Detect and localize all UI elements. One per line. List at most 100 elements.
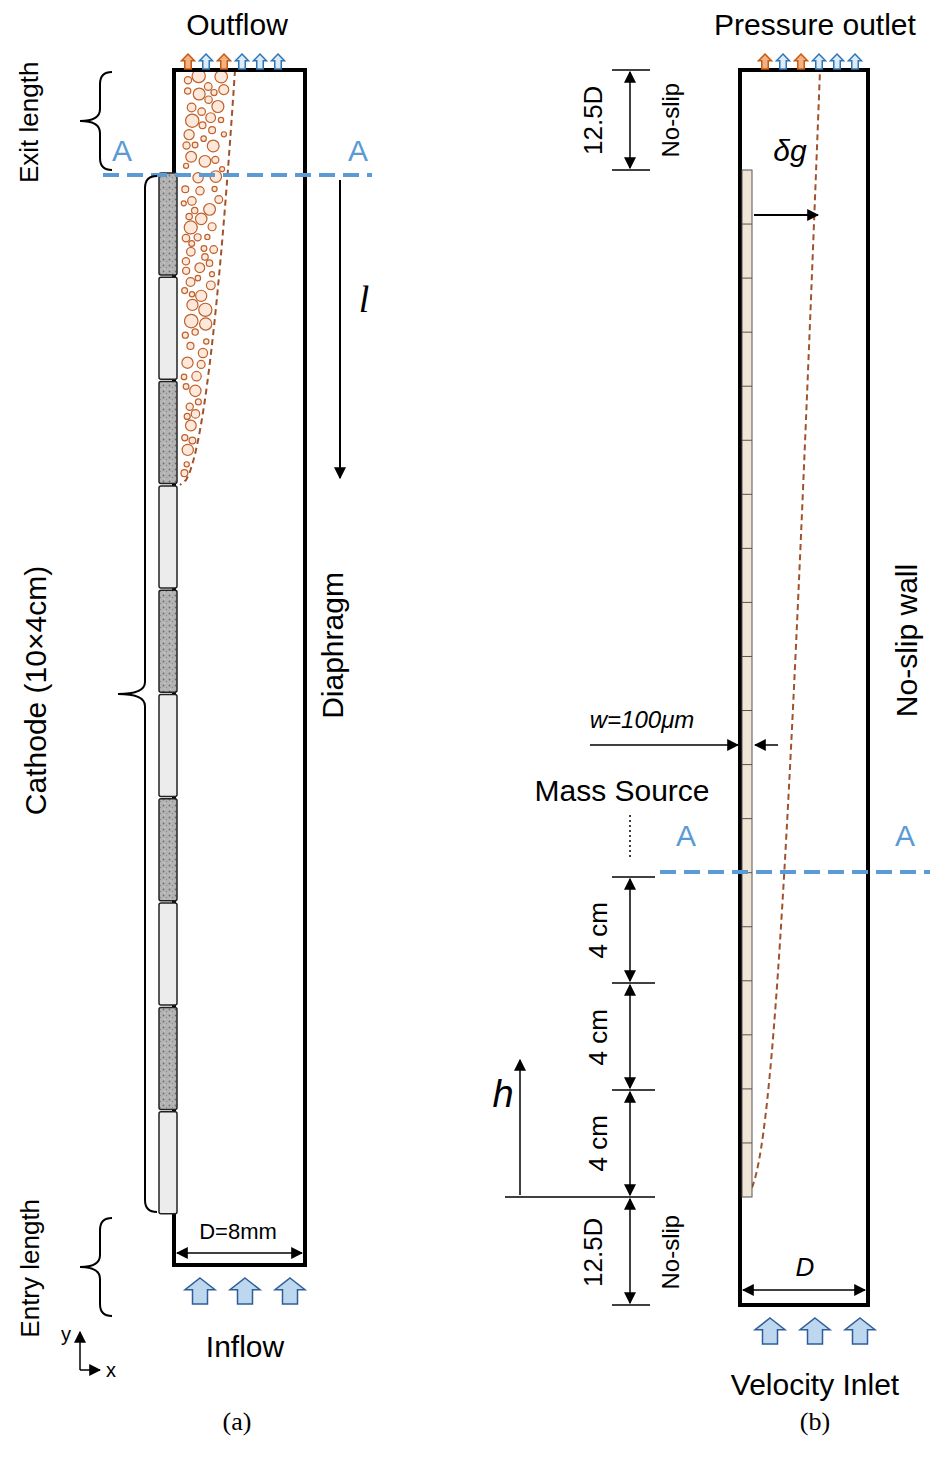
panel-label: (b) (800, 1408, 830, 1437)
dimension-tick (612, 1304, 650, 1306)
gas-bubble (183, 142, 190, 149)
segment-tick (742, 1088, 752, 1089)
flow-arrow (182, 54, 195, 69)
dimension-arrow (519, 1060, 521, 1195)
dimension-label: D=8mm (199, 1220, 277, 1244)
flow-arrow (218, 54, 231, 69)
dimension-arrow (743, 1289, 865, 1291)
segment-tick (742, 764, 752, 765)
segment-tick (742, 818, 752, 819)
gas-bubble (204, 339, 209, 344)
brace (80, 72, 112, 170)
region-label: Entry length (16, 1199, 45, 1338)
segment-tick (742, 1034, 752, 1035)
gas-bubble (204, 203, 216, 215)
gas-bubble (182, 332, 188, 338)
gas-bubble (183, 384, 189, 390)
cathode-segment (159, 1112, 177, 1214)
section-label: A (348, 134, 368, 167)
channel-wall (174, 70, 305, 1265)
gas-bubble (204, 83, 212, 91)
dimension-label: l (359, 279, 370, 321)
gas-bubble (187, 342, 194, 349)
gas-bubble (182, 234, 190, 242)
gas-bubble (193, 88, 205, 100)
gas-bubble (212, 156, 219, 163)
dimension-arrow (755, 744, 778, 746)
flow-arrow (272, 54, 285, 69)
dimension-arrow (590, 744, 738, 746)
gas-bubble (184, 130, 194, 140)
gas-bubble (205, 234, 210, 239)
cathode-segment (159, 277, 177, 379)
flow-label: Inflow (206, 1330, 284, 1363)
gas-bubble (182, 288, 188, 294)
part-label: Cathode (10×4cm) (20, 565, 53, 814)
gas-bubble (206, 260, 212, 266)
gas-bubble (186, 151, 197, 162)
gas-bubble (195, 275, 200, 280)
gas-bubble (197, 360, 205, 368)
gas-bubble (184, 221, 197, 234)
brace (80, 1218, 112, 1316)
section-line (103, 173, 372, 177)
gas-bubble (205, 96, 212, 103)
gas-bubble (184, 462, 189, 467)
dimension-label: 12.5D (580, 1217, 609, 1286)
gas-bubble (199, 303, 212, 316)
cathode-segment (159, 590, 177, 692)
dimension-arrow (339, 180, 341, 478)
cathode-segment (159, 695, 177, 797)
dimension-arrow (629, 1092, 631, 1195)
gas-bubble (212, 186, 217, 191)
gas-bubble (208, 223, 216, 231)
boundary-label: Velocity Inlet (731, 1368, 899, 1401)
segment-tick (742, 386, 752, 387)
gas-bubble (212, 101, 224, 113)
axis-arrow (80, 1369, 100, 1371)
gas-bubble (182, 444, 193, 455)
gas-bubble (183, 267, 190, 274)
gas-bubble (185, 88, 191, 94)
dimension-arrow (177, 1252, 302, 1254)
gas-bubble (209, 272, 214, 277)
flow-arrow (800, 1318, 830, 1344)
boundary-label: Pressure outlet (714, 8, 916, 41)
panel-label: (a) (223, 1408, 252, 1437)
flow-arrow (759, 54, 772, 69)
segment-tick (742, 656, 752, 657)
gas-bubble (187, 103, 196, 112)
region-label: Exit length (16, 61, 45, 182)
gas-bubble (218, 117, 223, 122)
section-label: A (895, 819, 915, 852)
gas-bubble (198, 348, 207, 357)
segment-tick (742, 1142, 752, 1143)
flow-arrow (200, 54, 213, 69)
gas-bubble (211, 89, 217, 95)
axis-label: x (106, 1359, 116, 1381)
gas-bubble (215, 196, 223, 204)
dimension-label: δg (773, 134, 806, 167)
dimension-label: 4 cm (584, 902, 613, 958)
axis-label: y (61, 1323, 71, 1345)
flow-arrow (795, 54, 808, 69)
dimension-tick (612, 69, 650, 71)
gas-bubble (184, 314, 198, 328)
gas-bubble (184, 413, 190, 419)
panel-b-art (505, 54, 930, 1344)
gas-bubble (196, 187, 204, 195)
gas-bubble (192, 142, 198, 148)
gas-bubble (195, 263, 205, 273)
flow-arrow (831, 54, 844, 69)
gas-bubble (186, 213, 192, 219)
flow-arrow (275, 1278, 305, 1304)
panel-a-art (80, 54, 372, 1370)
dimension-arrow (629, 985, 631, 1088)
dimension-arrow (754, 214, 818, 216)
dimension-arrow (629, 879, 631, 981)
flow-arrow (254, 54, 267, 69)
dotted-line (629, 815, 631, 860)
gas-bubble (192, 371, 201, 380)
segment-tick (742, 602, 752, 603)
flow-arrow (813, 54, 826, 69)
